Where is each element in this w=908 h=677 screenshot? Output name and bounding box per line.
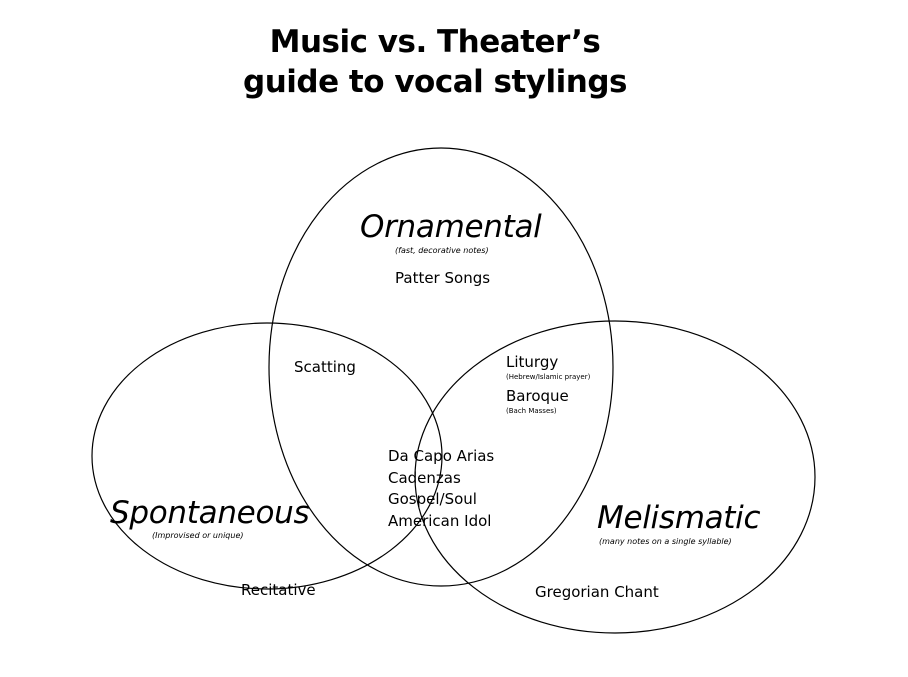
baroque-note: (Bach Masses) (506, 407, 557, 415)
spontaneous-circle (91, 322, 443, 590)
liturgy-item: Liturgy (506, 353, 559, 371)
diagram-title: Music vs. Theater’s guide to vocal styli… (0, 22, 870, 102)
melismatic-label: Melismatic (597, 500, 761, 536)
patter-songs-item: Patter Songs (395, 269, 491, 287)
ornamental-circle (268, 147, 614, 587)
melismatic-circle (414, 320, 816, 634)
melismatic-note: (many notes on a single syllable) (599, 537, 732, 546)
gregorian-chant-item: Gregorian Chant (535, 583, 659, 601)
center-intersection-list: Da Capo Arias Cadenzas Gospel/Soul Ameri… (388, 446, 494, 532)
baroque-item: Baroque (506, 387, 569, 405)
list-item: Da Capo Arias (388, 447, 495, 465)
title-line-2: guide to vocal stylings (243, 64, 627, 100)
spontaneous-note: (Improvised or unique) (152, 531, 244, 540)
scatting-item: Scatting (294, 358, 356, 376)
spontaneous-label: Spontaneous (110, 495, 310, 531)
title-line-1: Music vs. Theater’s (269, 24, 601, 60)
list-item: Cadenzas (388, 468, 461, 487)
list-item: American Idol (388, 511, 492, 530)
list-item: Gospel/Soul (388, 490, 477, 508)
ornamental-note: (fast, decorative notes) (395, 246, 489, 255)
liturgy-note: (Hebrew/Islamic prayer) (506, 373, 591, 381)
recitative-item: Recitative (241, 581, 316, 599)
ornamental-label: Ornamental (360, 209, 542, 245)
